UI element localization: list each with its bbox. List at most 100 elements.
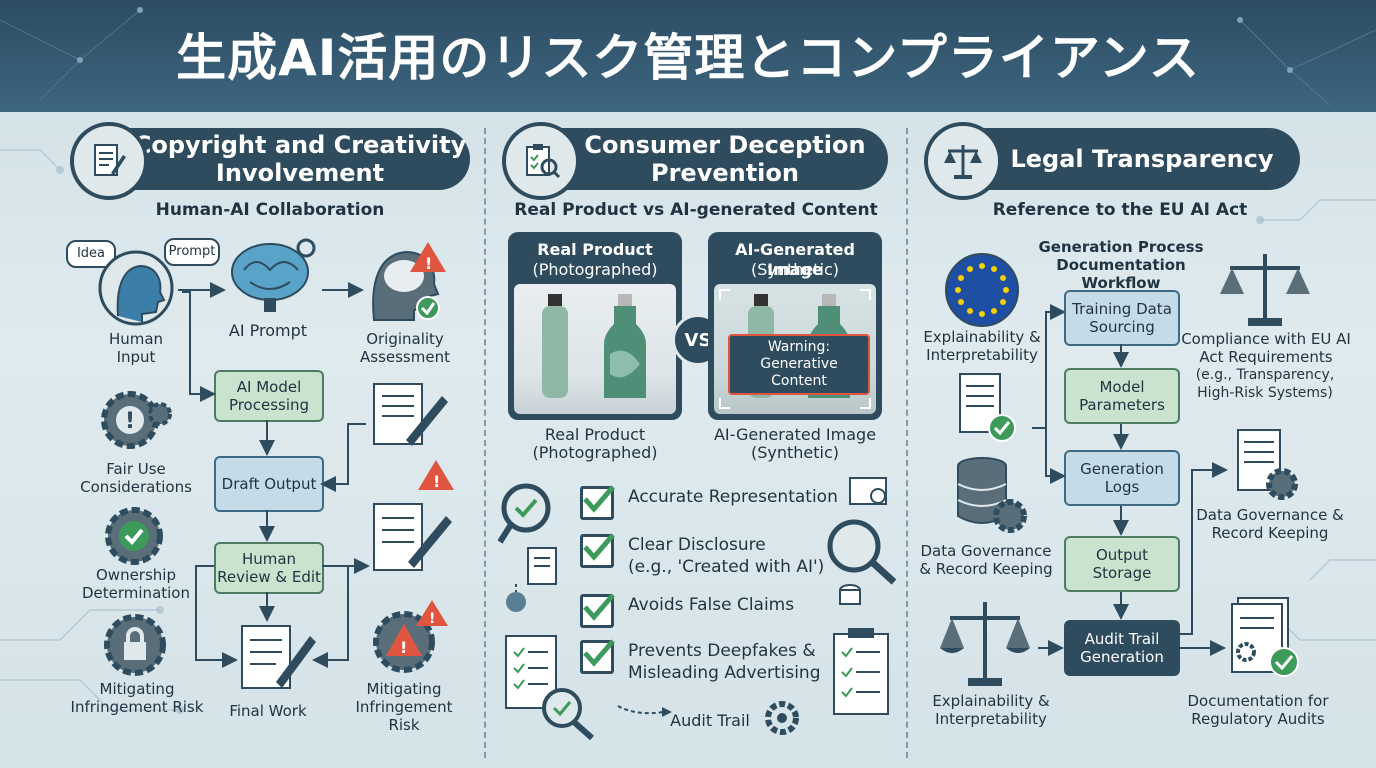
clipboard-search-icon <box>502 122 580 200</box>
document-small-icon <box>506 547 557 612</box>
real-card-note: (Photographed) <box>532 260 658 279</box>
real-caption-note: (Photographed) <box>532 443 658 462</box>
human-head-icon <box>98 250 174 326</box>
lock-gear-icon <box>104 614 166 676</box>
data-gov-left-label: Data Governance & Record Keeping <box>919 542 1053 578</box>
draft-output-box: Draft Output <box>214 456 324 512</box>
final-work-label: Final Work <box>229 702 307 720</box>
explain-bottom-label: Explainability & Interpretability <box>932 692 1050 728</box>
check-line1: Prevents Deepfakes & <box>628 641 816 661</box>
checkbox-checked-icon <box>580 639 615 674</box>
database-gear-icon <box>957 457 1027 533</box>
check-line2: (e.g., 'Created with AI') <box>628 557 825 577</box>
check-text: Prevents Deepfakes &Misleading Advertisi… <box>628 640 821 684</box>
real-card-title: Real Product <box>537 240 653 259</box>
real-product-card: Real Product (Photographed) <box>508 232 682 420</box>
check-line1: Clear Disclosure <box>628 535 766 555</box>
gear-icon <box>765 701 799 735</box>
svg-text:!: ! <box>125 409 135 434</box>
check-line2: Misleading Advertising <box>628 663 821 683</box>
scales-icon <box>924 122 1002 200</box>
ai-caption: AI-Generated Image (Synthetic) <box>700 426 890 462</box>
col1-heading-text: Copyright and Creativity Involvement <box>133 131 467 187</box>
mitigating-left-label: Mitigating Infringement Risk <box>70 680 204 716</box>
real-caption: Real Product (Photographed) <box>508 426 682 462</box>
documentation-label: Documentation for Regulatory Audits <box>1187 692 1329 728</box>
audit-trail-generation-box: Audit Trail Generation <box>1064 620 1180 676</box>
ai-prompt-label: AI Prompt <box>228 321 308 340</box>
compliance-label: Compliance with EU AI Act Requirements <box>1181 330 1351 366</box>
search-database-icon <box>827 477 897 585</box>
column-divider-2 <box>906 128 908 758</box>
idea-bubble: Idea <box>66 240 116 268</box>
mitigating-right-label: Mitigating Infringement Risk <box>355 680 453 734</box>
audit-trail-label: Audit Trail <box>670 711 750 730</box>
fair-use-label: Fair Use Considerations <box>80 460 192 496</box>
col2-subtitle: Real Product vs AI-generated Content <box>514 200 878 220</box>
document-check-icon <box>959 373 1016 442</box>
check-item: Prevents Deepfakes &Misleading Advertisi… <box>580 639 821 684</box>
check-text: Avoids False Claims <box>628 594 794 616</box>
real-product-photo <box>514 284 676 414</box>
originality-label: Originality Assessment <box>360 330 450 366</box>
generative-warning-label: Warning: Generative Content <box>728 334 870 395</box>
check-line1: Accurate Representation <box>628 487 838 507</box>
ownership-label: Ownership Determination <box>81 566 190 602</box>
header-banner: 生成AI活用のリスク管理とコンプライアンス <box>0 0 1376 112</box>
brain-icon <box>231 238 316 312</box>
generation-logs-box: Generation Logs <box>1064 450 1180 506</box>
magnifier-check-icon <box>497 483 551 544</box>
col3-flow-arrows <box>1032 304 1228 656</box>
check-item: Avoids False Claims <box>580 593 794 628</box>
scales-compliance-icon <box>1220 254 1310 326</box>
audit-arrow <box>617 705 672 717</box>
ai-caption-note: (Synthetic) <box>750 443 840 462</box>
human-input-label: Human Input <box>108 330 164 366</box>
col2-heading-text: Consumer Deception Prevention <box>584 131 866 187</box>
model-parameters-box: Model Parameters <box>1064 368 1180 424</box>
check-text: Accurate Representation <box>628 486 838 508</box>
data-gov-right-label: Data Governance & Record Keeping <box>1196 506 1344 542</box>
originality-head-icon: ! <box>372 242 446 321</box>
eu-flag-icon <box>945 253 1019 327</box>
clipboard-magnifier-icon <box>505 635 594 741</box>
svg-text:!: ! <box>425 254 432 273</box>
col1-flow-arrows <box>178 282 370 668</box>
clipboard-checklist-icon <box>833 584 889 715</box>
final-work-icon <box>241 625 316 689</box>
check-line1: Avoids False Claims <box>628 595 795 615</box>
checkbox-checked-icon <box>580 593 615 628</box>
svg-text:!: ! <box>400 638 407 657</box>
ai-caption-title: AI-Generated Image <box>713 425 877 444</box>
check-text: Clear Disclosure(e.g., 'Created with AI'… <box>628 534 824 578</box>
checkbox-checked-icon <box>580 485 615 520</box>
col3-heading: Legal Transparency <box>954 128 1300 190</box>
human-review-box: Human Review & Edit <box>214 542 324 594</box>
real-caption-title: Real Product <box>544 425 646 444</box>
checkbox-checked-icon <box>580 533 615 568</box>
workflow-title: Generation Process Documentation Workflo… <box>1038 238 1204 292</box>
svg-text:!: ! <box>433 472 440 491</box>
col1-subtitle: Human-AI Collaboration <box>155 200 385 220</box>
warning-gear-icon: ! ! <box>373 600 448 673</box>
column-divider-1 <box>484 128 486 758</box>
warning-line1: Warning: <box>767 339 831 355</box>
ai-card-note: (Synthetic) <box>750 260 840 279</box>
network-pattern <box>0 7 1376 106</box>
scales-large-icon <box>940 602 1030 686</box>
document-warning-icon: ! <box>373 460 454 571</box>
explain-top-label: Explainability & Interpretability <box>923 328 1041 364</box>
col3-heading-text: Legal Transparency <box>1010 145 1274 173</box>
page-title: 生成AI活用のリスク管理とコンプライアンス <box>176 29 1200 87</box>
col3-subtitle: Reference to the EU AI Act <box>992 200 1248 220</box>
warning-line2: Generative Content <box>760 356 838 389</box>
documentation-check-icon <box>1231 597 1299 677</box>
output-storage-box: Output Storage <box>1064 536 1180 592</box>
bottles-icon <box>542 294 646 398</box>
compliance-note: (e.g., Transparency, High-Risk Systems) <box>1195 367 1335 401</box>
document-gear-icon <box>1237 429 1298 500</box>
col1-heading: Copyright and Creativity Involvement <box>100 128 470 190</box>
fair-use-gear-icon: ! <box>101 391 172 449</box>
document-pen-icon <box>70 122 148 200</box>
